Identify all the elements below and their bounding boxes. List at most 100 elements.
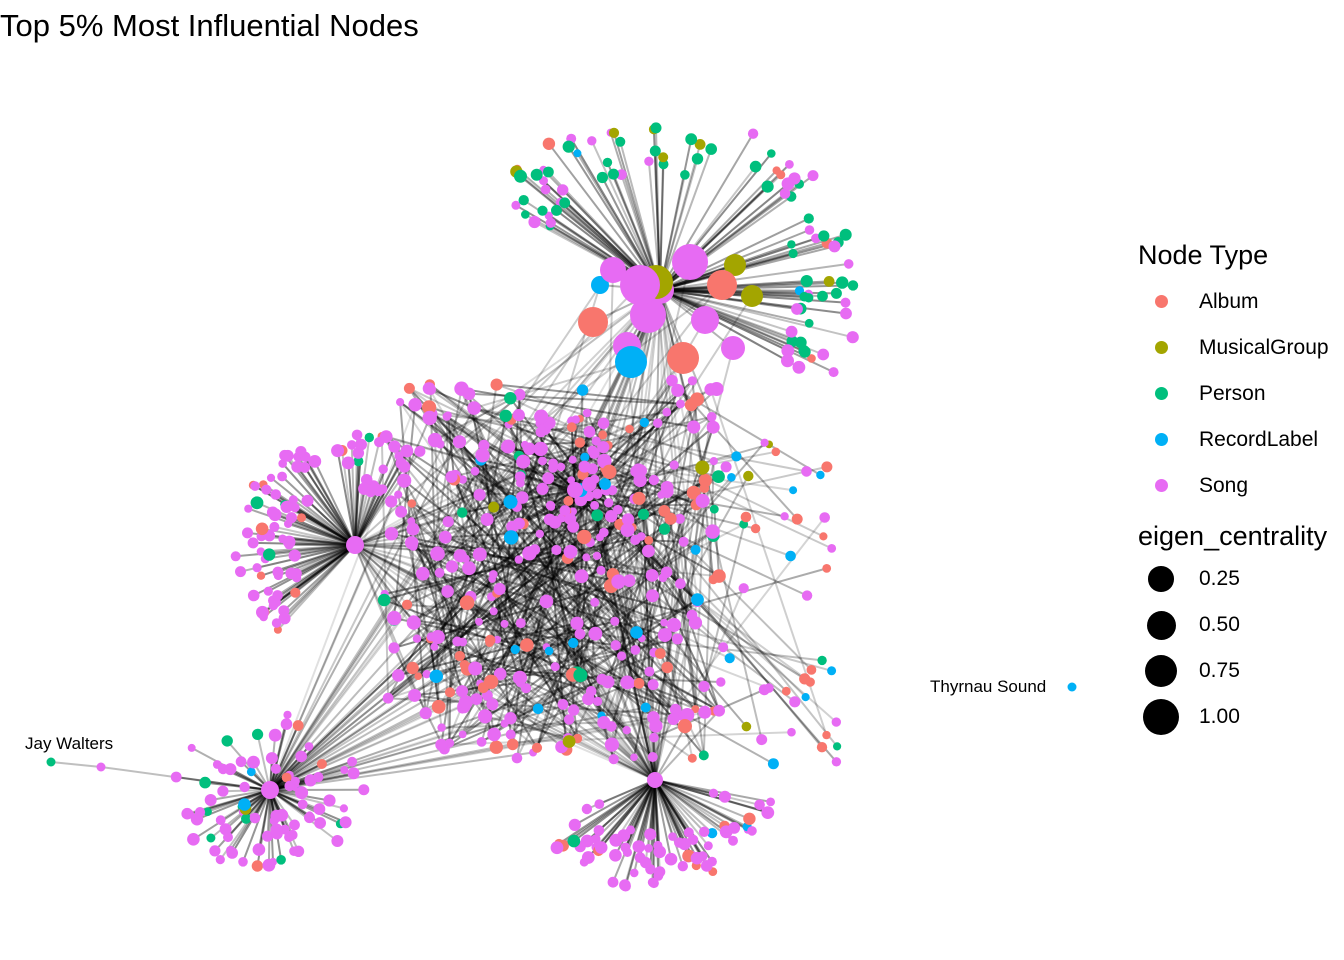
network-node [384, 527, 399, 541]
network-edge [467, 644, 616, 670]
network-node [467, 401, 481, 415]
network-edge [654, 779, 674, 837]
network-node [817, 655, 827, 666]
network-node [557, 184, 569, 196]
network-edge [654, 779, 705, 833]
network-node [699, 826, 710, 837]
network-node [831, 717, 841, 727]
network-edge [269, 423, 510, 791]
network-node [646, 589, 659, 603]
network-node [664, 852, 678, 866]
network-node [395, 505, 408, 518]
network-node [654, 648, 666, 659]
network-edge [397, 493, 661, 655]
network-edge [509, 442, 766, 736]
network-edge [277, 544, 356, 631]
network-edge [581, 474, 656, 781]
network-node [567, 704, 580, 716]
network-edge [654, 710, 720, 781]
legend-size-item: 0.50 [1138, 602, 1344, 648]
network-node [269, 521, 280, 532]
network-edge [614, 779, 656, 856]
network-edge [274, 525, 356, 546]
network-edge [253, 544, 356, 597]
network-edge [411, 541, 498, 641]
network-edge [610, 289, 661, 745]
edge-layer [50, 127, 854, 887]
network-edge [659, 289, 806, 353]
network-edge [291, 516, 356, 546]
network-node [605, 510, 618, 523]
network-edge [269, 694, 488, 791]
network-node [620, 265, 660, 305]
network-edge [654, 779, 681, 843]
network-edge [683, 587, 745, 727]
network-edge [654, 779, 748, 828]
network-node [204, 794, 217, 806]
network-node [533, 441, 548, 457]
network-node [295, 786, 309, 800]
network-node [563, 714, 575, 725]
network-node [756, 734, 768, 746]
network-edge [659, 138, 693, 291]
network-node [397, 473, 412, 488]
network-node [221, 735, 233, 747]
legend-swatch [1155, 295, 1168, 308]
network-edge [199, 789, 271, 814]
network-edge [336, 450, 356, 546]
network-edge [269, 698, 477, 791]
network-node [680, 708, 695, 722]
network-node [591, 276, 609, 294]
network-edge [454, 474, 612, 518]
network-node [493, 582, 506, 596]
network-node [658, 523, 671, 535]
network-node [750, 523, 761, 534]
network-edge [390, 478, 455, 535]
network-node [331, 835, 344, 847]
network-edge [492, 610, 656, 781]
network-node [96, 762, 106, 772]
network-node [657, 628, 672, 643]
network-node [640, 702, 651, 713]
network-node [353, 456, 364, 467]
network-edge [275, 544, 356, 624]
network-node [713, 704, 725, 717]
network-edge [597, 779, 656, 852]
network-edge [281, 475, 356, 546]
network-node [235, 756, 247, 768]
network-node [454, 650, 465, 662]
network-edge [634, 539, 788, 692]
network-node [215, 855, 225, 865]
network-edge [526, 644, 628, 731]
network-node [516, 491, 529, 504]
network-edge [624, 779, 656, 848]
network-node [645, 569, 659, 582]
network-node [761, 180, 774, 193]
network-edge [354, 417, 581, 546]
network-node [590, 500, 600, 510]
network-node [261, 484, 272, 495]
network-node [181, 807, 193, 820]
network-edge [387, 641, 464, 699]
network-node [256, 571, 266, 580]
network-edge [453, 478, 656, 781]
network-edge [656, 422, 697, 710]
network-node [678, 838, 691, 851]
network-edge [468, 392, 681, 405]
network-edge [595, 779, 656, 840]
network-node [538, 456, 547, 466]
network-node [456, 685, 469, 698]
network-node [475, 617, 483, 626]
network-node [263, 586, 273, 596]
network-node [556, 462, 566, 472]
network-edge [484, 598, 698, 718]
network-node [252, 728, 264, 741]
network-node [355, 438, 367, 451]
network-node [574, 569, 589, 584]
network-edge [478, 384, 498, 495]
legend-swatch [1155, 341, 1168, 354]
network-node [647, 679, 659, 691]
network-node [607, 876, 619, 888]
network-node [596, 565, 606, 576]
network-edge [659, 289, 789, 352]
